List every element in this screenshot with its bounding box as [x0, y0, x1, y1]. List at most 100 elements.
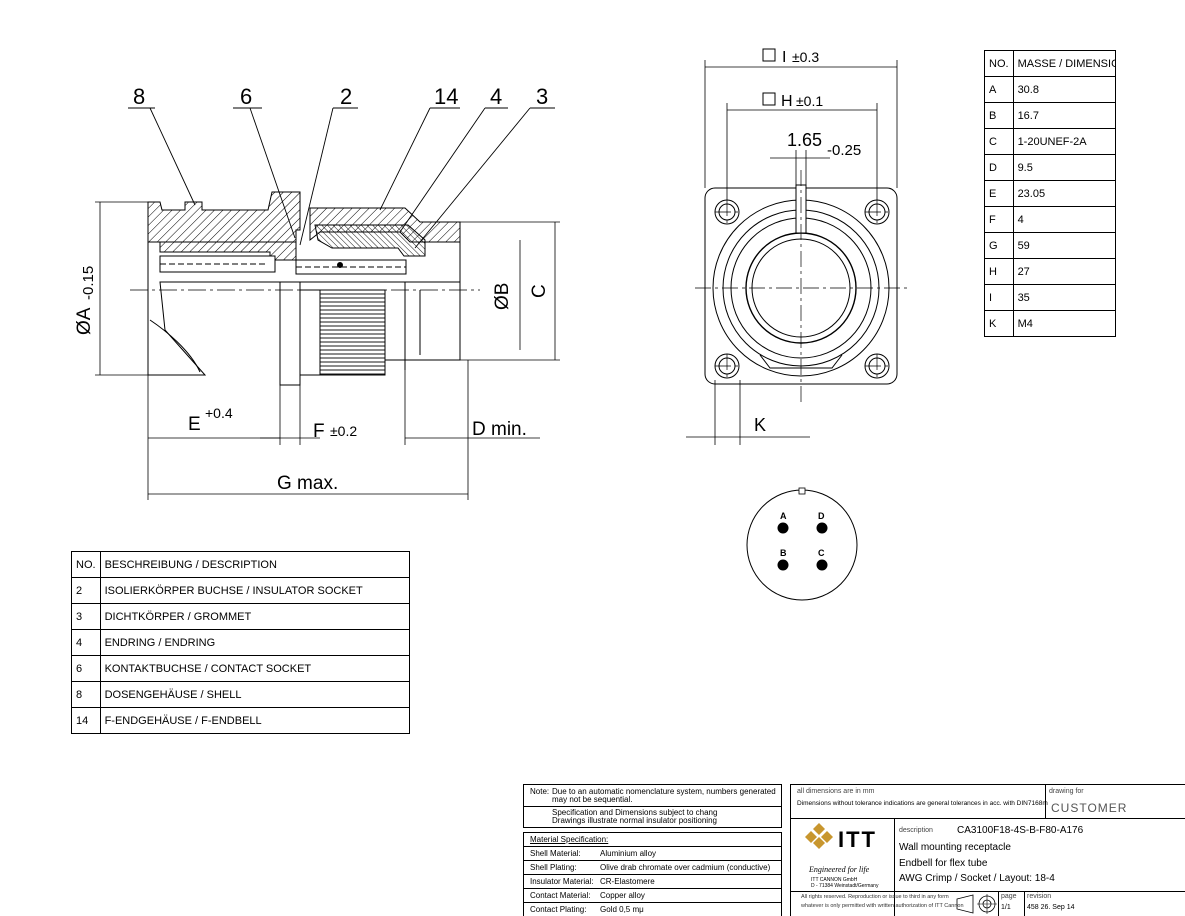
desc-line1: Wall mounting receptacle [899, 842, 1011, 853]
dim-key: B [984, 102, 1014, 129]
dim-key: G [984, 232, 1014, 259]
drawing-for-label: drawing for [1049, 788, 1084, 795]
dim-key: I [984, 284, 1014, 311]
part-no: 4 [71, 629, 101, 656]
header-no: NO. [984, 50, 1014, 77]
pin-D-label: D [818, 511, 825, 521]
company-line1: ITT CANNON GmbH [811, 877, 858, 883]
notes-box: Note: Due to an automatic nomenclature s… [523, 784, 782, 828]
dim-E-label: E [188, 414, 201, 435]
spec-value: CR-Elastomere [600, 877, 655, 886]
notes-line4: Drawings illustrate normal insulator pos… [552, 816, 717, 825]
dim-B-label: ØB [492, 283, 513, 310]
page-value: 1/1 [1001, 904, 1011, 911]
spec-value: Copper alloy [600, 891, 645, 900]
table-header: NO. MASSE / DIMENSION [984, 50, 1116, 77]
grommet-section [314, 224, 426, 257]
dimension-table: NO. MASSE / DIMENSION A30.8 B16.7 C1-20U… [984, 50, 1116, 337]
callout-3: 3 [536, 84, 548, 109]
projection-symbol-icon [956, 894, 997, 914]
callout-2: 2 [340, 84, 352, 109]
pin-A-label: A [780, 511, 787, 521]
dim-key: F [984, 206, 1014, 233]
table-header: NO. BESCHREIBUNG / DESCRIPTION [71, 551, 411, 578]
dim-value: 35 [1012, 284, 1116, 311]
dim-F-tol: ±0.2 [330, 423, 357, 439]
callout-6: 6 [240, 84, 252, 109]
rights-line1: All rights reserved. Reproduction or iss… [801, 894, 949, 900]
pin-B-label: B [780, 548, 787, 558]
dim-value: 16.7 [1012, 102, 1116, 129]
dim-key: H [984, 258, 1014, 285]
part-no: 14 [71, 707, 101, 734]
notes-line3: Specification and Dimensions subject to … [552, 808, 718, 817]
spec-value: Olive drab chromate over cadmium (conduc… [600, 863, 771, 872]
dim-value: 4 [1012, 206, 1116, 233]
callout-8: 8 [133, 84, 145, 109]
desc-line2: Endbell for flex tube [899, 858, 988, 869]
callout-14: 14 [434, 84, 458, 109]
dim-key: E [984, 180, 1014, 207]
dim-I-label: I [782, 49, 786, 66]
spec-value: Gold 0,5 mμ [600, 905, 644, 914]
dim-value: 59 [1012, 232, 1116, 259]
callout-4: 4 [490, 84, 502, 109]
material-spec: Material Specification: Shell Material:A… [523, 832, 782, 916]
spec-label: Insulator Material: [530, 877, 594, 886]
shell-section [147, 191, 301, 243]
part-desc: ENDRING / ENDRING [99, 629, 411, 656]
spec-label: Contact Material: [530, 891, 591, 900]
dim-D-label: D min. [472, 419, 527, 440]
spec-label: Contact Plating: [530, 905, 587, 914]
desc-line3: AWG Crimp / Socket / Layout: 18-4 [899, 873, 1055, 884]
pin-layout: A D B C [746, 487, 858, 601]
section-view [95, 107, 560, 500]
revision-value: 458 26. Sep 14 [1027, 904, 1075, 911]
tolerance-note: Dimensions without tolerance indications… [797, 800, 1048, 807]
pin-C-label: C [818, 548, 825, 558]
dim-value: 30.8 [1012, 76, 1116, 103]
notes-line2: may not be sequential. [552, 795, 633, 804]
revision-label: revision [1027, 893, 1052, 900]
part-no: 8 [71, 681, 101, 708]
dim-value: M4 [1012, 310, 1116, 337]
dim-G-label: G max. [277, 473, 338, 494]
part-desc: KONTAKTBUCHSE / CONTACT SOCKET [99, 655, 411, 682]
knurled-nut [319, 289, 386, 376]
spec-value: Aluminium alloy [600, 849, 657, 858]
part-desc: DICHTKÖRPER / GROMMET [99, 603, 411, 630]
dim-F-label: F [313, 421, 325, 442]
part-number: CA3100F18-4S-B-F80-A176 [957, 825, 1084, 836]
drawing-for: CUSTOMER [1051, 801, 1128, 815]
dim-value: 27 [1012, 258, 1116, 285]
material-spec-title: Material Specification: [530, 835, 609, 844]
description-label: description [899, 827, 933, 834]
front-view [686, 60, 910, 445]
dim-value: 1-20UNEF-2A [1012, 128, 1116, 155]
dim-H-label: H [781, 93, 793, 110]
dim-H-tol: ±0.1 [796, 93, 823, 109]
dim-slot-label: 1.65 [787, 130, 822, 150]
notes-line1: Due to an automatic nomenclature system,… [552, 787, 776, 796]
dim-key: K [984, 310, 1014, 337]
part-no: 6 [71, 655, 101, 682]
notes-label: Note: [530, 787, 550, 796]
dim-key: D [984, 154, 1014, 181]
dim-value: 9.5 [1012, 154, 1116, 181]
title-block: all dimensions are in mm Dimensions with… [790, 784, 1185, 916]
